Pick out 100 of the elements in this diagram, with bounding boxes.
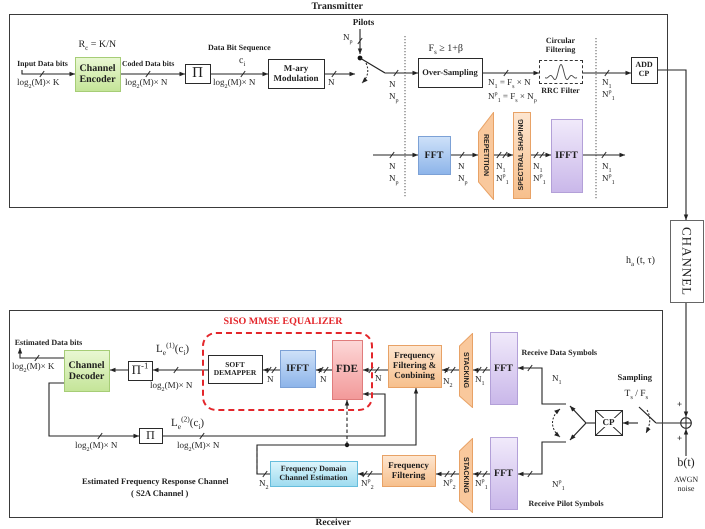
arrow [163,392,386,437]
arrow [48,382,140,438]
arrow [358,472,382,476]
signal-label: L$_{e}$$^{(1)}$(c$_{i}$) [156,343,190,356]
block-label: FFT [424,150,444,160]
arrow [442,368,459,372]
block-label: Channel Decoder [67,360,106,382]
edge-label: log$_{2}$(M)× N [150,380,192,390]
arrow [472,368,490,372]
block-label: Channel Encoder [78,63,117,85]
edge-label: N N$_{p}$ [389,78,399,102]
trapezoid-block [458,332,472,408]
annotation: Receive Data Symbols [522,348,598,357]
block-label: Π$^{-1}$ [132,363,148,378]
arrow [684,428,688,456]
block-label: FDE [336,363,358,376]
edge-label: log$_{2}$(M)× N [75,440,118,450]
annotation: R$_{c}$ = K/N [78,38,116,50]
process-block [138,428,162,444]
annotation: N$^{p}$$_{1}$ = F$_{s}$ × N$_{p}$ [488,91,537,102]
arrow [436,472,459,476]
signal-label: Pilots [352,16,376,27]
edge-label: N [375,373,382,384]
section-title: Receiver [316,518,351,529]
block-label: CHANNEL [680,226,694,296]
annotation: Receive Pilot Symbols [528,498,604,508]
block-label: Frequency Domain Channel Estimation [278,464,349,482]
annotation: T$_{s}$ / F$_{s}$ [624,388,648,400]
arrow [385,70,418,76]
arrow [684,303,688,418]
process-block [388,344,442,388]
signal-label: Estimated Data bits [14,338,84,347]
process-block [128,360,152,380]
edge-label: N [328,77,334,88]
process-block [270,460,358,486]
edge-label: N$_{p}$ [343,32,353,42]
arrow [583,70,632,76]
arrow [21,70,76,76]
plus-sign: + [677,433,682,444]
arrow [494,152,514,158]
annotation: ( S2A Channel ) [131,489,188,499]
section-title: Transmitter [312,0,363,12]
arrow [256,388,418,475]
edge-label: N$_{2}$ [259,478,269,488]
arrow [256,400,350,475]
trapezoid-block [458,438,472,512]
block-label: Π [192,65,203,82]
edge-label: N$_{1}$ [552,373,562,384]
arrow [152,368,208,372]
edge-label: log$_{2}$(M)× K [17,77,60,88]
arrow [316,368,332,372]
arrow [518,441,566,476]
annotation: Data Bit Sequence [208,43,271,52]
signal-label: AWGN noise [672,475,700,494]
trapezoid-block [478,112,494,200]
block-label: IFFT [555,150,578,161]
process-block [512,112,530,198]
edge-label: log$_{2}$(M)× K [12,361,54,372]
edge-label: log$_{2}$(M)× N [177,440,220,450]
edge-label: N$_{1}$ [475,374,485,384]
block-label: M-ary Modulation [272,64,320,84]
arrow [483,70,540,76]
arrow [121,72,186,76]
block-label: Frequency Filtering & Conbining [392,351,438,381]
annotation: Sampling [618,372,652,382]
edge-label: N N$_{p}$ [458,160,468,184]
arrow [18,348,64,359]
summing-junction-symbol [680,417,692,429]
signal-label: L$_{e}$$^{(2)}$(c$_{i}$) [171,417,204,430]
process-block [382,454,436,486]
process-block [184,64,210,84]
arrow [262,368,280,372]
process-block [280,350,316,388]
signal-label: b(t) [676,456,696,470]
process-block [64,350,110,392]
edge-label: N [320,374,326,384]
arrow [518,366,566,405]
process-block [550,118,582,192]
annotation: N$_{1}$ = F$_{s}$ × N [488,77,531,88]
block-label: Over-Sampling [422,68,478,78]
arrow [451,152,478,158]
block-label: FFT [494,468,513,478]
arrow [472,472,490,476]
signal-label: h$_{a}$ (t, τ) [626,255,655,266]
process-block [332,340,362,400]
block-label: FFT [494,362,513,374]
process-block [630,56,658,84]
edge-label: N$_{2}$ [443,376,453,386]
connector-line [656,422,680,424]
block-label: Frequency Filtering [387,460,430,480]
process-block [208,354,262,384]
annotation: F$_{s}$ ≥ 1+β [428,42,463,54]
section-title: SISO MMSE EQUALIZER [224,316,342,327]
block-label: CP [602,418,616,428]
edge-label: log$_{2}$(M)× N [125,77,168,88]
edge-label: N N$_{p}$ [389,160,399,184]
arrow [362,368,388,372]
crossed-block [594,410,622,436]
arrow [583,152,626,158]
block-label: Π [146,428,155,442]
